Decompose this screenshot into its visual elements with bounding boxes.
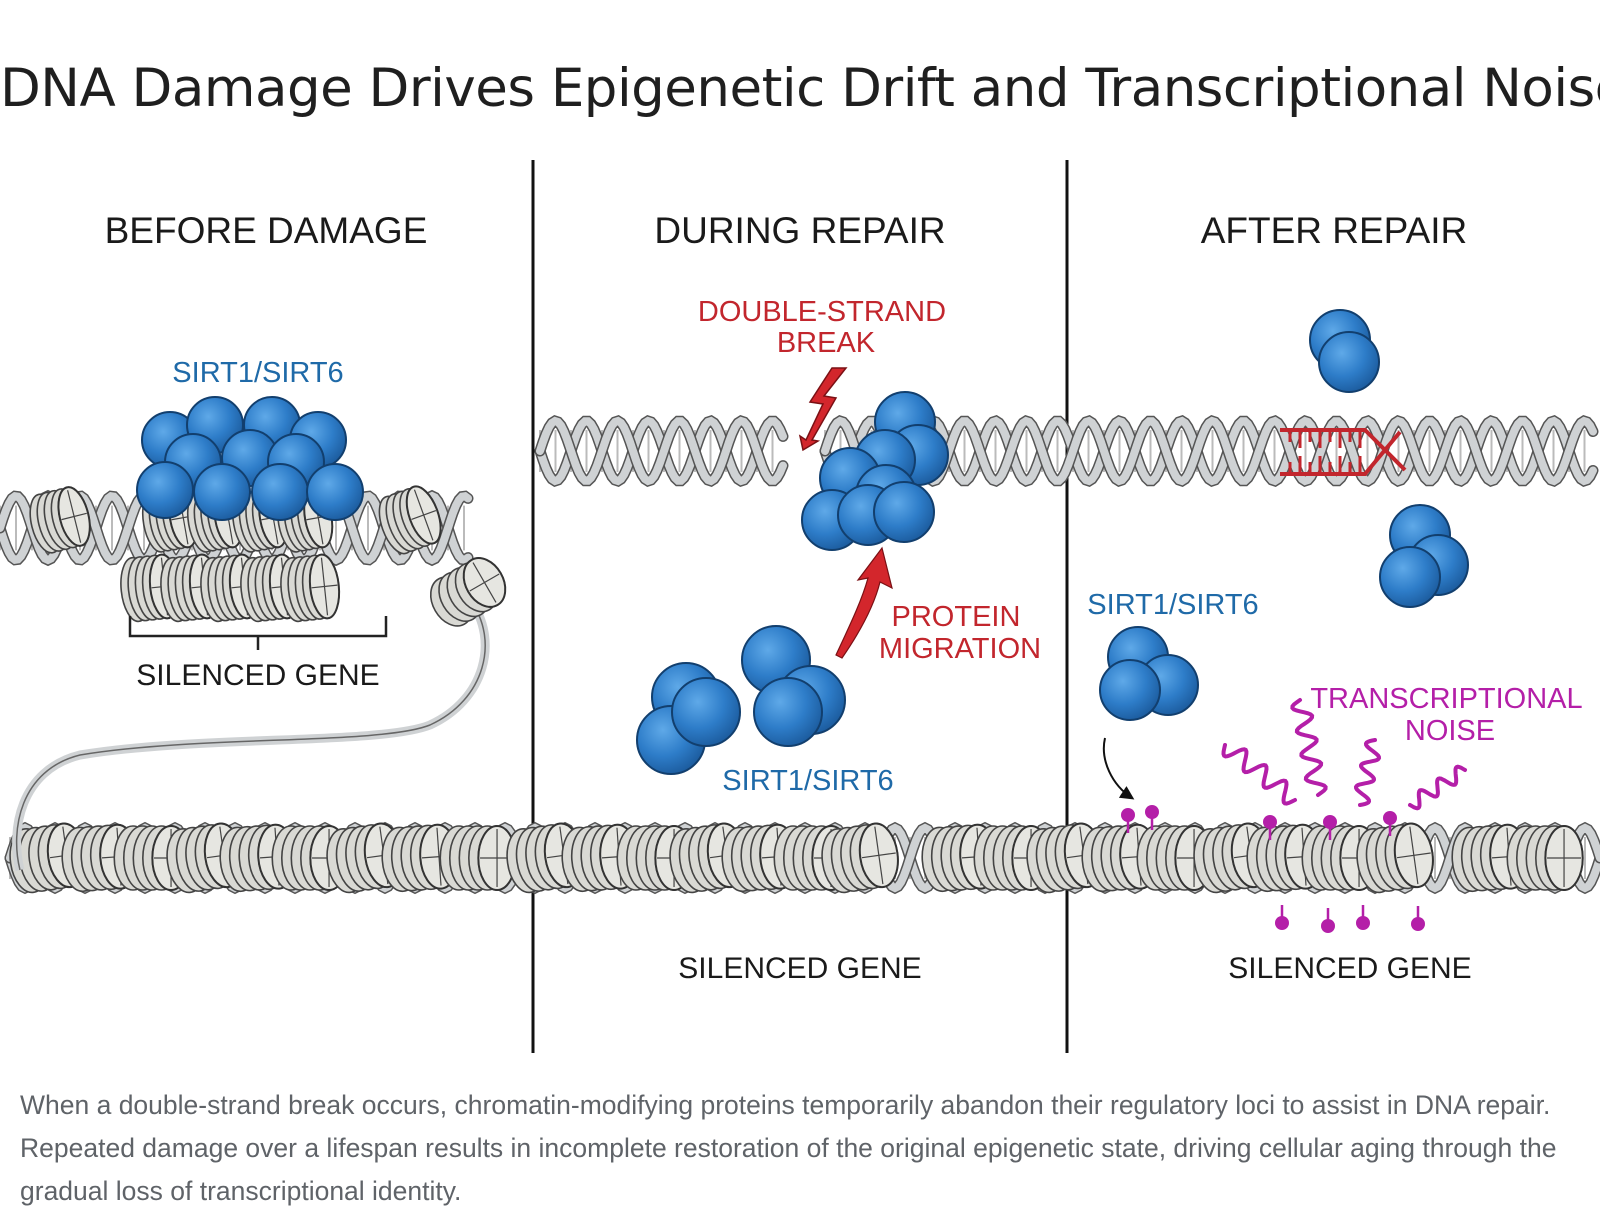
transcriptional-noise-label: TRANSCRIPTIONAL NOISE	[1310, 683, 1589, 747]
protein-sphere	[306, 463, 364, 521]
protein-sphere	[136, 461, 194, 519]
noise-rna	[1221, 743, 1297, 806]
silenced-gene-label-repair: SILENCED GENE	[678, 952, 921, 985]
bottom-chromatin-fiber	[4, 821, 1600, 895]
protein-sphere	[873, 481, 935, 543]
migration-arrow-icon	[835, 546, 893, 659]
nucleosome	[1356, 822, 1434, 894]
nucleosome	[378, 485, 442, 555]
nucleosome	[29, 486, 91, 554]
nucleosome	[1301, 825, 1379, 891]
protein-migration-label: PROTEIN MIGRATION	[879, 601, 1041, 665]
methyl-mark	[1121, 808, 1135, 822]
heading-after-repair: AFTER REPAIR	[1201, 210, 1468, 251]
protein-sphere	[753, 677, 823, 747]
panel-after-repair: SIRT1/SIRT6 TRANSCRIPTIONAL NOISE SILENC…	[1087, 309, 1589, 985]
methyl-mark	[1383, 811, 1397, 825]
upper-dna-helix	[534, 414, 1599, 488]
silenced-gene-bracket	[128, 616, 388, 650]
methyl-mark	[1323, 815, 1337, 829]
nucleosome	[280, 553, 341, 623]
repaired-dna-segment	[1280, 428, 1407, 476]
methyl-mark	[1321, 919, 1335, 933]
protein-sphere	[193, 463, 251, 521]
noise-rna	[1353, 738, 1382, 807]
protein-sphere	[1099, 659, 1161, 721]
methyl-mark	[1275, 916, 1289, 930]
return-arrow-icon	[1102, 737, 1135, 800]
lightning-bolt-icon	[798, 367, 848, 452]
heading-before-damage: BEFORE DAMAGE	[105, 210, 428, 251]
nucleosome	[429, 557, 507, 627]
methyl-mark	[1356, 916, 1370, 930]
nucleosome	[821, 822, 899, 894]
departed-sirt-proteins	[636, 625, 846, 775]
noise-rna	[1408, 764, 1467, 811]
protein-label-after: SIRT1/SIRT6	[1087, 589, 1258, 621]
protein-sphere	[1318, 331, 1380, 393]
heading-during-repair: DURING REPAIR	[654, 210, 945, 251]
protein-sphere	[1379, 546, 1441, 608]
noise-rna	[1290, 698, 1328, 797]
silenced-gene-label-after: SILENCED GENE	[1228, 952, 1471, 985]
protein-sphere	[671, 677, 741, 747]
nucleosome	[1506, 825, 1584, 891]
figure-caption: When a double-strand break occurs, chrom…	[20, 1090, 1557, 1206]
dna-damage-diagram: BEFORE DAMAGE DURING REPAIR AFTER REPAIR…	[0, 160, 1600, 1053]
protein-label-repair: SIRT1/SIRT6	[722, 765, 893, 797]
recruited-sirt-cluster	[801, 391, 949, 551]
nucleosome	[439, 825, 517, 891]
protein-label: SIRT1/SIRT6	[172, 357, 343, 389]
panel-before-damage: SIRT1/SIRT6 SILENCED GENE	[0, 357, 507, 872]
methyl-mark	[1411, 917, 1425, 931]
methyl-mark	[1145, 805, 1159, 819]
panel-during-repair: DOUBLE-STRAND BREAK PROTEIN MIGRATION SI…	[636, 296, 1041, 985]
silenced-gene-label: SILENCED GENE	[136, 659, 379, 692]
transcriptional-noise-marks	[1121, 698, 1467, 933]
double-strand-break-label: DOUBLE-STRAND BREAK	[698, 296, 954, 359]
methyl-mark	[1263, 815, 1277, 829]
scattered-sirt-proteins	[1099, 309, 1469, 721]
protein-sphere	[251, 463, 309, 521]
sirt-protein-cluster	[136, 396, 364, 521]
page-title: DNA Damage Drives Epigenetic Drift and T…	[0, 58, 1600, 119]
